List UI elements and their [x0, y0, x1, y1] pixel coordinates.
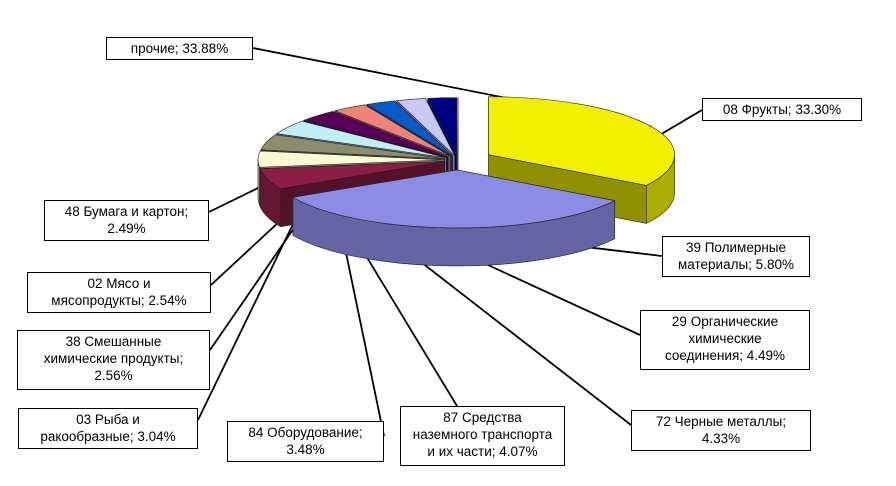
- slice-top: [276, 120, 447, 158]
- label-vehicles: 87 Средства наземного транспорта и их ча…: [400, 406, 565, 466]
- label-polymers: 39 Полимерные материалы; 5.80%: [662, 236, 810, 277]
- label-meat: 02 Мясо и мясопродукты; 2.54%: [27, 272, 211, 313]
- label-fish: 03 Рыба и ракообразные; 3.04%: [18, 408, 198, 449]
- slice-top: [488, 96, 675, 186]
- label-chem-products: 38 Смешанные химические продукты; 2.56%: [17, 330, 210, 390]
- slice-1: [292, 169, 616, 267]
- slice-top: [334, 104, 451, 157]
- label-fruits: 08 Фрукты; 33.30%: [702, 98, 862, 121]
- slice-top: [427, 97, 458, 156]
- slice-top: [260, 134, 445, 160]
- slice-top: [292, 169, 616, 229]
- slice-top: [302, 111, 449, 158]
- label-equipment: 84 Оборудование; 3.48%: [227, 421, 384, 462]
- slice-top: [366, 100, 453, 157]
- slice-top: [259, 161, 445, 190]
- label-other: прочие; 33.88%: [106, 37, 253, 60]
- slice-top: [395, 98, 455, 156]
- label-paper: 48 Бумага и картон; 2.49%: [44, 200, 209, 241]
- slice-top: [257, 150, 445, 168]
- slice-walls: [257, 96, 675, 267]
- label-ferrous: 72 Черные металлы; 4.33%: [631, 410, 811, 451]
- label-organic: 29 Органические химические соединения; 4…: [640, 310, 810, 370]
